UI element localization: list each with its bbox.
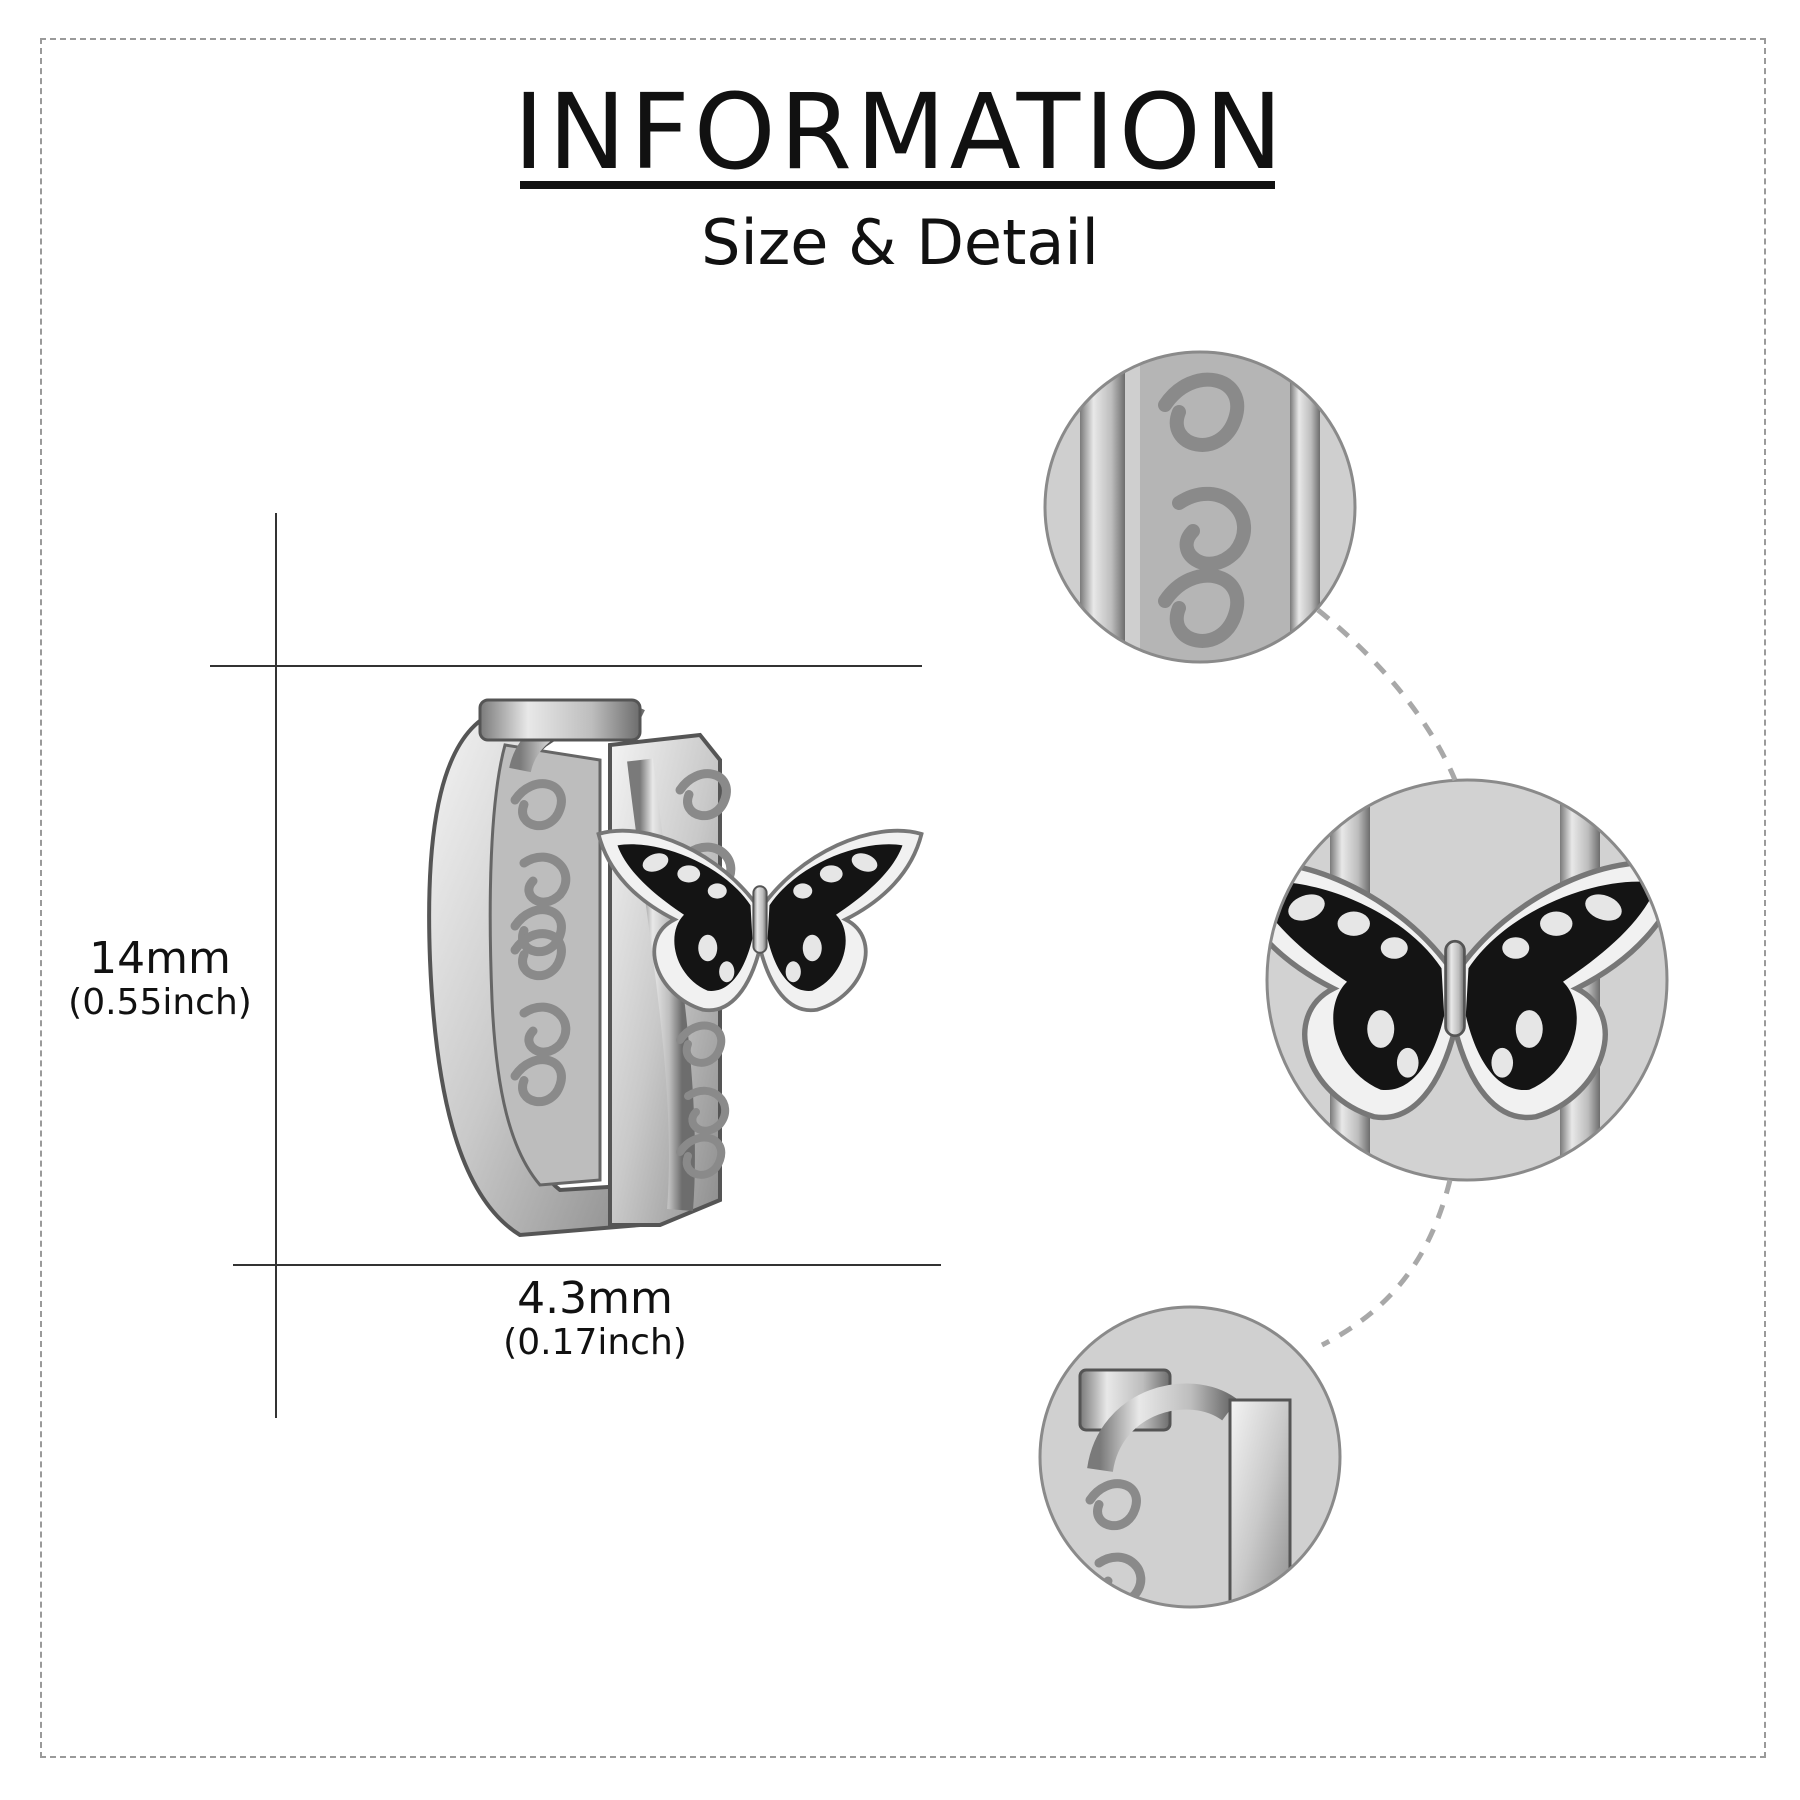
width-metric: 4.3mm	[517, 1273, 673, 1324]
dashed-border	[40, 38, 1766, 1758]
width-label: 4.3mm (0.17inch)	[480, 1273, 710, 1364]
detail-circle-filigree	[1043, 350, 1357, 664]
height-imperial: (0.55inch)	[68, 982, 252, 1024]
title-underline	[520, 181, 1275, 189]
page-subtitle: Size & Detail	[701, 206, 1099, 279]
height-label: 14mm (0.55inch)	[60, 933, 260, 1024]
height-metric: 14mm	[89, 933, 231, 984]
page-title: INFORMATION	[513, 71, 1287, 193]
detail-circle-butterfly	[1265, 778, 1669, 1182]
connector-top	[1316, 608, 1458, 781]
detail-circle-hinge	[1038, 1305, 1342, 1609]
width-imperial: (0.17inch)	[503, 1322, 687, 1364]
connector-bottom	[1320, 1179, 1453, 1348]
earring-main	[427, 698, 924, 1238]
